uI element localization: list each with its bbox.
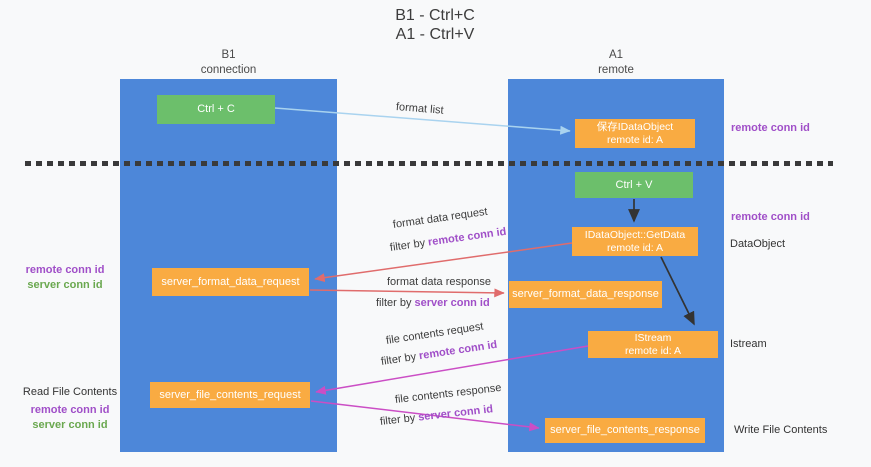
node-istream-line1: IStream xyxy=(634,331,672,344)
format-data-request-filter-label: filter by remote conn id xyxy=(389,226,507,254)
dashed-separator-line xyxy=(25,161,833,166)
write-file-contents-annotation: Write File Contents xyxy=(734,424,828,436)
server-conn-id-annotation-bottom-left: server conn id xyxy=(32,419,108,431)
server-conn-id-text: server conn id xyxy=(417,403,494,424)
filter-by-text: filter by xyxy=(379,411,419,428)
file-contents-response-label: file contents response xyxy=(394,381,503,406)
node-istream: IStream remote id: A xyxy=(588,331,718,358)
node-save-idataobject: 保存IDataObject remote id: A xyxy=(575,119,695,148)
column-header-b1: B1 connection xyxy=(120,48,337,78)
file-contents-response-filter-label: filter by server conn id xyxy=(379,403,493,428)
column-b1-name: B1 xyxy=(221,49,236,61)
filter-by-text: filter by xyxy=(389,236,429,254)
remote-conn-id-text: remote conn id xyxy=(427,225,508,249)
filter-by-text: filter by xyxy=(380,350,420,368)
remote-conn-id-annotation-bottom-left: remote conn id xyxy=(30,404,110,416)
title-line-2: A1 - Ctrl+V xyxy=(395,26,475,43)
remote-conn-id-text: remote conn id xyxy=(418,338,498,363)
remote-conn-id-annotation-left: remote conn id xyxy=(25,264,105,276)
node-server-format-data-response-label: server_format_data_response xyxy=(512,288,659,300)
node-server-file-contents-response: server_file_contents_response xyxy=(545,418,705,443)
column-b1-subtitle: connection xyxy=(200,64,257,76)
title-line-1: B1 - Ctrl+C xyxy=(395,7,475,24)
read-file-contents-annotation: Read File Contents xyxy=(22,386,118,398)
node-ctrl-v: Ctrl + V xyxy=(575,172,693,198)
node-istream-line2: remote id: A xyxy=(624,344,682,357)
node-idataobject-getdata-line1: IDataObject::GetData xyxy=(584,228,686,241)
node-save-idataobject-line1: 保存IDataObject xyxy=(596,120,674,133)
node-server-file-contents-request-label: server_file_contents_request xyxy=(159,388,301,401)
format-list-label: format list xyxy=(395,101,445,117)
node-ctrl-v-label: Ctrl + V xyxy=(615,178,653,191)
node-ctrl-c-label: Ctrl + C xyxy=(197,103,235,115)
node-idataobject-getdata-line2: remote id: A xyxy=(606,241,664,254)
diagram-title: B1 - Ctrl+C A1 - Ctrl+V xyxy=(300,6,570,44)
remote-conn-id-annotation-top: remote conn id xyxy=(731,122,810,134)
istream-annotation: Istream xyxy=(730,338,767,350)
node-ctrl-c: Ctrl + C xyxy=(157,95,275,124)
remote-conn-id-annotation-mid: remote conn id xyxy=(731,211,810,223)
read-file-contents-note: Read File Contents remote conn id server… xyxy=(14,385,126,433)
column-header-a1: A1 remote xyxy=(508,48,724,78)
node-idataobject-getdata: IDataObject::GetData remote id: A xyxy=(572,227,698,256)
column-a1-name: A1 xyxy=(608,49,624,61)
column-a1-subtitle: remote xyxy=(598,64,634,76)
node-server-file-contents-request: server_file_contents_request xyxy=(150,382,310,408)
node-server-file-contents-response-label: server_file_contents_response xyxy=(550,424,700,436)
dataobject-annotation: DataObject xyxy=(730,238,786,250)
filter-by-text: filter by xyxy=(376,297,415,309)
node-server-format-data-request: server_format_data_request xyxy=(152,268,309,296)
server-conn-id-annotation-left: server conn id xyxy=(27,279,103,291)
server-conn-id-text: server conn id xyxy=(414,297,490,309)
node-save-idataobject-line2: remote id: A xyxy=(606,133,664,146)
node-server-format-data-request-label: server_format_data_request xyxy=(161,275,300,288)
format-data-response-filter-label: filter by server conn id xyxy=(376,297,490,309)
node-server-format-data-response: server_format_data_response xyxy=(509,281,662,308)
format-data-response-arrow xyxy=(309,288,505,298)
format-data-request-label: format data request xyxy=(392,205,489,231)
format-data-response-label: format data response xyxy=(387,276,491,288)
format-conn-id-note: remote conn id server conn id xyxy=(10,263,120,293)
